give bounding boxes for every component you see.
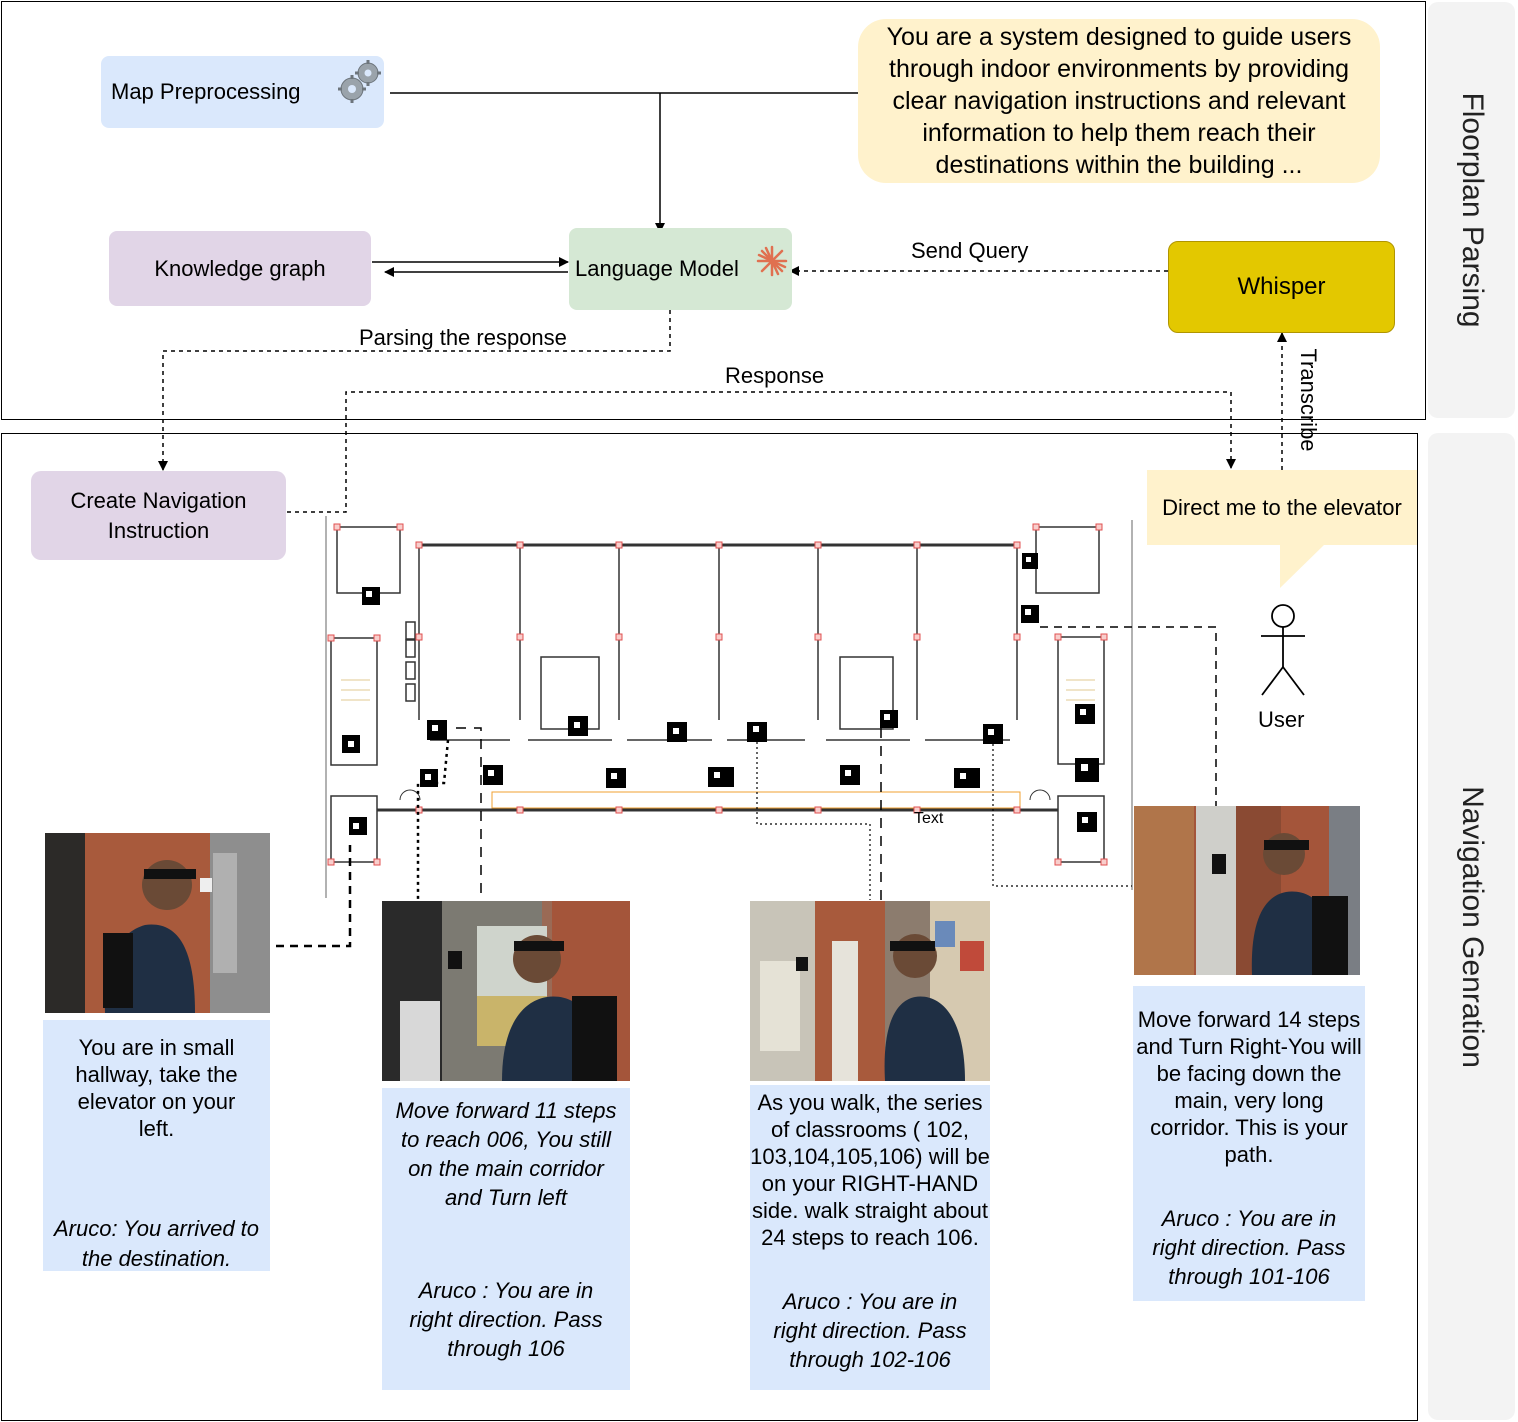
map-preprocessing-node: Map Preprocessing: [101, 56, 384, 128]
spark-icon: [756, 245, 788, 277]
floor-plan-text-label: Text: [914, 810, 944, 827]
map-preprocessing-label: Map Preprocessing: [111, 79, 301, 104]
create-navigation-label: Create Navigation Instruction: [70, 487, 247, 543]
instruction-card-1: You are in small hallway, take the eleva…: [43, 1020, 270, 1271]
user-label: User: [1258, 707, 1305, 732]
user-query-text: Direct me to the elevator: [1162, 494, 1402, 520]
instruction-text-2: Move forward 11 steps to reach 006, You …: [395, 1098, 617, 1210]
instruction-card-3: As you walk, the series of classrooms ( …: [750, 1085, 990, 1390]
speech-tail: [1280, 544, 1325, 588]
aruco-text-2: Aruco : You are in right direction. Pass…: [409, 1278, 603, 1361]
instruction-card-2: Move forward 11 steps to reach 006, You …: [382, 1088, 630, 1390]
stick-figure-icon: [1261, 604, 1305, 696]
user-query-box: Direct me to the elevator: [1147, 470, 1417, 545]
knowledge-graph-label: Knowledge graph: [154, 255, 326, 281]
knowledge-graph-node: Knowledge graph: [109, 231, 371, 306]
aruco-text-1: Aruco: You arrived to the destination.: [53, 1216, 260, 1271]
parsing-response-label: Parsing the response: [359, 325, 567, 350]
transcribe-label: Transcribe: [1296, 348, 1321, 452]
photo-links: [276, 626, 1217, 948]
whisper-label: Whisper: [1237, 273, 1326, 300]
edge-response: [287, 391, 1236, 513]
instruction-card-4: Move forward 14 steps and Turn Right-You…: [1133, 986, 1365, 1301]
user-query-bubble: Direct me to the elevator: [1147, 470, 1417, 588]
language-model-label: Language Model: [575, 256, 739, 281]
floorplan-parsing-sidebar: Floorplan Parsing: [1428, 2, 1515, 418]
navigation-generation-sidebar: Navigation Genration: [1428, 433, 1515, 1420]
instruction-text-1: You are in small hallway, take the eleva…: [75, 1035, 238, 1141]
navigation-generation-frame: [1, 433, 1418, 1421]
system-prompt-node: You are a system designed to guide users…: [858, 19, 1380, 183]
aruco-markers: [342, 553, 1099, 835]
send-query-label: Send Query: [911, 238, 1029, 263]
response-label: Response: [725, 363, 825, 388]
gear-icon: [338, 60, 381, 103]
floor-plan-corner-points: [327, 523, 1108, 866]
aruco-text-3: Aruco : You are in right direction. Pass…: [773, 1289, 967, 1372]
photo-classrooms: [750, 901, 990, 1081]
floorplan-parsing-frame: [1, 1, 1426, 420]
language-model-node: Language Model: [569, 228, 792, 310]
create-navigation-node: Create Navigation Instruction: [31, 471, 286, 560]
instruction-text-4: Move forward 14 steps and Turn Right-You…: [1136, 1007, 1362, 1167]
floor-plan: [325, 516, 1133, 898]
system-prompt-text: You are a system designed to guide users…: [886, 23, 1352, 179]
whisper-node: Whisper: [1168, 241, 1395, 333]
photo-corridor-turn: [382, 901, 630, 1081]
instruction-text-3: As you walk, the series of classrooms ( …: [750, 1090, 990, 1250]
aruco-text-4: Aruco : You are in right direction. Pass…: [1152, 1206, 1346, 1289]
photo-main-corridor: [1134, 806, 1360, 975]
photo-elevator: [45, 833, 270, 1013]
